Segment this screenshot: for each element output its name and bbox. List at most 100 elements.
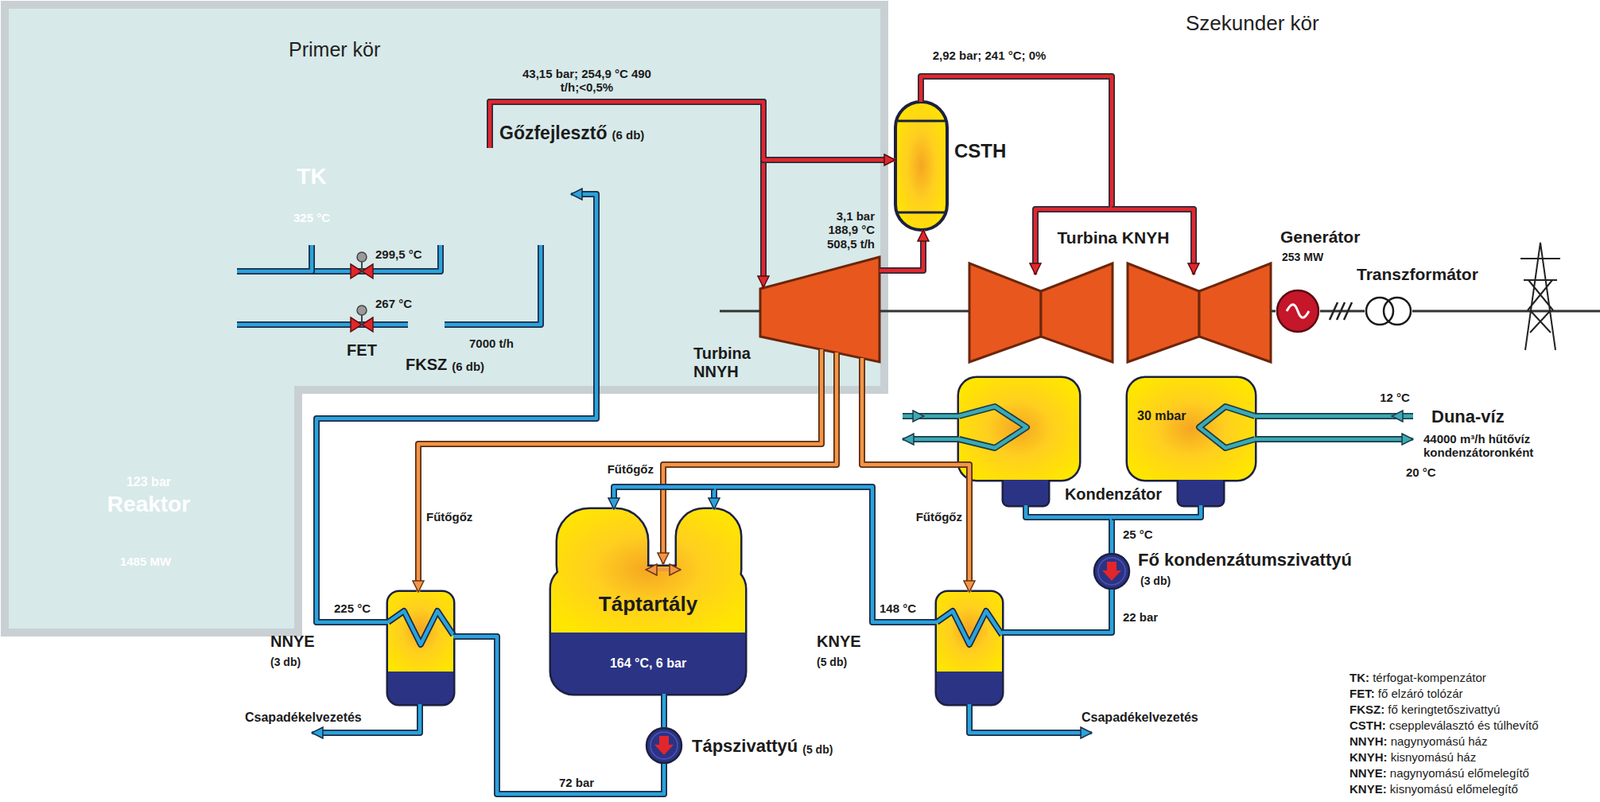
node-label: TK [296, 163, 327, 190]
three-phase-mark [1329, 302, 1352, 320]
valve-symbol [357, 252, 367, 262]
turbine-casing [760, 256, 880, 362]
shaft-line [1320, 310, 1365, 313]
diagram-node: Gőzfejlesztő(6 db) [410, 147, 571, 245]
pipe-casing [236, 321, 408, 328]
node-label: 253 MW [1281, 250, 1324, 264]
pump-arrow [654, 735, 674, 755]
node-label: Generátor [1280, 227, 1360, 247]
vessel-steam [384, 588, 457, 672]
pipe-casing [660, 693, 668, 727]
flow-label: Fűtőgőz [916, 509, 963, 524]
ac-symbol [1286, 304, 1309, 319]
pipe-connector [879, 310, 970, 312]
condenser-body [959, 377, 1080, 480]
flow-label: 72 bar [559, 775, 595, 789]
pump-body [1094, 553, 1130, 589]
shaft-line [1269, 310, 1276, 313]
pipe-line [1001, 589, 1112, 633]
abbreviation: FET: [1349, 686, 1375, 700]
pipe-connector [236, 324, 408, 326]
turbine-shaft [719, 310, 761, 313]
vessel-steam [933, 588, 1006, 672]
node-label: Táptartály [598, 592, 698, 617]
node-label: Reaktor [107, 491, 191, 517]
node-label: FKSZ [405, 355, 447, 374]
pipe-connector [1001, 589, 1112, 633]
node-shape [1364, 295, 1413, 327]
definition: kisnyomású ház [1387, 749, 1477, 764]
coil-pipe [388, 610, 454, 645]
condensate-branch [613, 486, 715, 509]
pump-arrow [1102, 561, 1122, 581]
node-label: 325 °C [293, 210, 331, 225]
cooling-water-pipes [1254, 412, 1414, 420]
diagram-node: Generátor253 MW [1275, 288, 1321, 334]
abbreviation: NNYE: [1349, 765, 1387, 780]
definition: fő elzáró tolózár [1374, 686, 1464, 700]
node-shape [645, 726, 683, 764]
turbine-casing [1040, 263, 1113, 362]
node-label: (6 db) [451, 359, 485, 373]
node-shape [388, 591, 454, 704]
diagram-node: Fő kondenzátumszivattyú(3 db) [1093, 552, 1131, 590]
flow-label: 25 °C [1122, 527, 1154, 541]
pipe-connector [714, 486, 937, 622]
annotation-label: 20 °C [1405, 465, 1437, 479]
flow-label: 2,92 bar; 241 °C; 0% [932, 48, 1047, 63]
diagram-node: Táptartály164 °C, 6 bar [551, 508, 746, 694]
node-shape [936, 591, 1002, 704]
node-shape [895, 101, 948, 230]
pipe-line [662, 693, 667, 727]
flow-label: 43,15 bar; 254,9 °C 490 t/h;<0,5% [521, 66, 653, 95]
diagram-node: Tápszivattyú(5 db) [645, 726, 683, 764]
annotation-label: 299,5 °C [375, 247, 423, 261]
flow-label: 22 bar [1122, 609, 1158, 624]
definition: térfogat-kompenzátor [1369, 670, 1487, 684]
pump-body [646, 727, 682, 763]
flow-label: 3,1 bar 188,9 °C 508,5 t/h [812, 209, 875, 251]
abbreviation-key: TK: térfogat-kompenzátor [1349, 670, 1487, 684]
annotation-label: FET [346, 341, 377, 360]
diagram-node: FKSZ(6 db) [407, 306, 445, 343]
transformer-winding [1366, 297, 1394, 325]
diagram-node: KNYE(5 db) [936, 591, 1002, 704]
cooling-water-pipes [902, 412, 960, 420]
node-label: Tápszivattyú [691, 735, 798, 756]
node-label: Kondenzátor [1064, 485, 1162, 504]
node-shape [61, 112, 237, 531]
abbreviation: FKSZ: [1349, 702, 1385, 716]
annotation-label: 267 °C [375, 296, 412, 311]
annotation-label: Szekunder kör [1185, 11, 1320, 36]
abbreviation: NNYH: [1349, 733, 1388, 748]
node-label: NNYE [270, 632, 315, 651]
heating-steam-double-arrow [645, 569, 681, 571]
turbine-casing [1127, 263, 1200, 362]
condenser-outline [959, 377, 1080, 480]
coil-pipe [959, 406, 1027, 448]
cooling-water-pipes [904, 414, 925, 419]
annotation-label: 12 °C [1379, 390, 1410, 404]
coil-casing [388, 610, 454, 645]
definition: nagynyomású ház [1387, 733, 1488, 748]
pipe-line [714, 486, 937, 622]
pylon-symbol [1520, 242, 1561, 350]
diagram-node: Transzformátor [1364, 295, 1413, 327]
valve-symbol [361, 260, 363, 272]
abbreviation-key: NNYE: nagynyomású előmelegítő [1349, 765, 1530, 780]
diagram-node: 123 barReaktor1485 MW [30, 28, 257, 605]
pipe-connector [1269, 310, 1276, 312]
pipe-connector [1025, 504, 1112, 553]
diagram-node: TK 325 °C [283, 101, 339, 245]
annotation-label: 225 °C [333, 601, 371, 615]
node-label: 123 bar [126, 474, 171, 490]
node-label: Fő kondenzátumszivattyú [1137, 549, 1352, 570]
node-label: 30 mbar [1137, 408, 1186, 424]
drain-pipes [969, 703, 1092, 733]
abbreviation-key: KNYE: kisnyomású előmelegítő [1349, 781, 1519, 796]
valve-symbol [357, 305, 367, 315]
definition: cseppleválasztó és túlhevítő [1386, 718, 1539, 732]
pump-ring [650, 731, 678, 759]
coil-pipe [1199, 406, 1255, 448]
diagram-node: Turbina KNYH [969, 263, 1270, 362]
